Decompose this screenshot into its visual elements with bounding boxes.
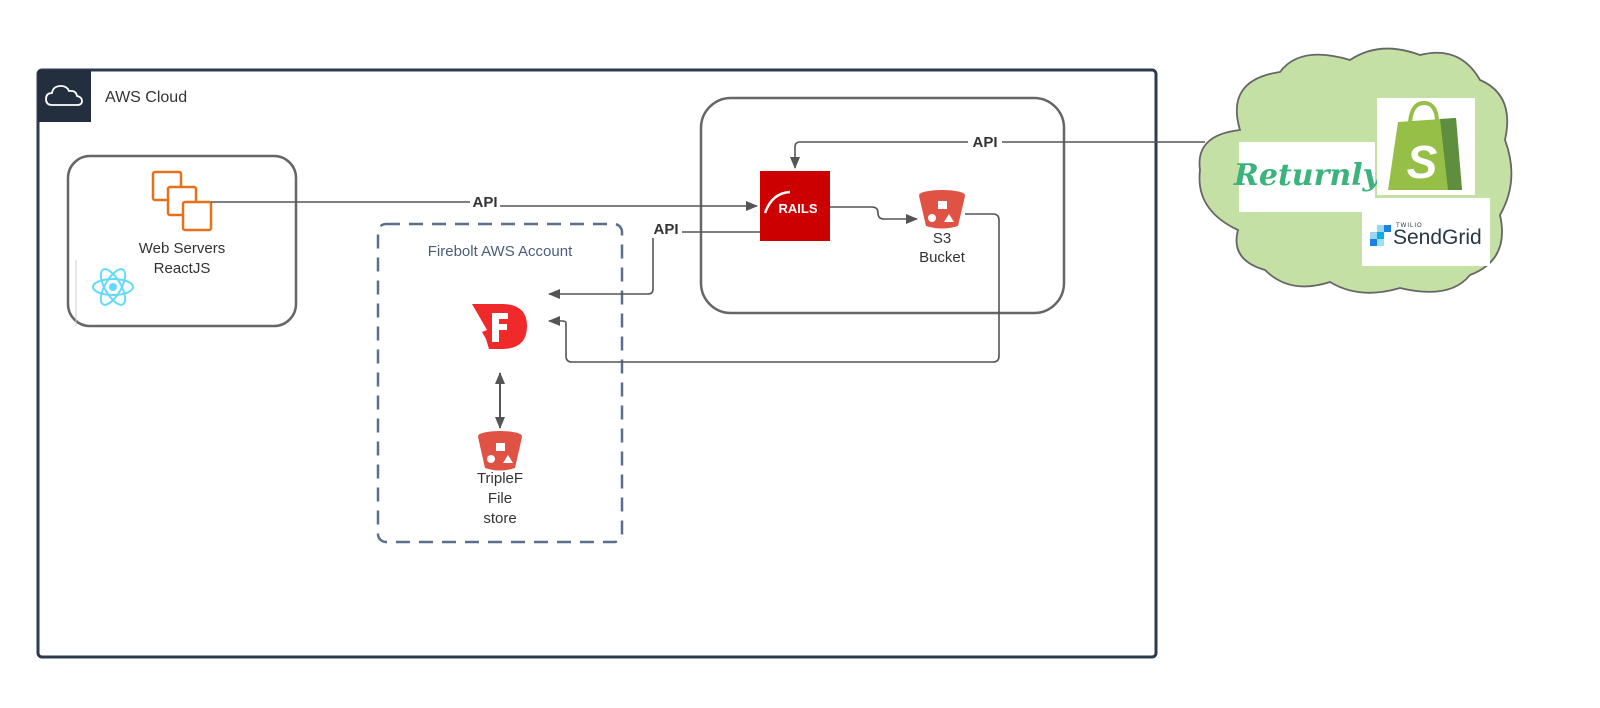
aws-cloud-group: AWS Cloud xyxy=(36,68,1158,659)
ec2-instances-icon xyxy=(151,170,213,232)
external-to-rails-connector: API xyxy=(790,134,1205,169)
rails-logo-icon: RAILS xyxy=(760,171,830,241)
api-label-firebolt: API xyxy=(653,221,678,238)
returnly-label: Returnly xyxy=(1233,158,1383,193)
sendgrid-logo: TWILIO SendGrid xyxy=(1362,198,1490,266)
shopify-label: S xyxy=(1407,136,1438,188)
firebolt-account-label: Firebolt AWS Account xyxy=(428,243,573,260)
s3-to-firebolt-connector xyxy=(548,213,1000,363)
triplef-file-label: File xyxy=(488,490,512,507)
reactjs-label: ReactJS xyxy=(154,260,211,277)
rails-to-s3-connector xyxy=(830,206,918,224)
rails-to-firebolt-connector: API xyxy=(548,221,760,299)
firebolt-account-group[interactable]: Firebolt AWS Account TripleF File store xyxy=(376,222,624,544)
twilio-label: TWILIO xyxy=(1396,223,1423,229)
web-to-rails-connector: API xyxy=(211,194,758,211)
external-services-cloud[interactable]: Returnly S TWILIO SendGrid xyxy=(1198,47,1513,294)
web-servers-group[interactable]: Web Servers ReactJS xyxy=(66,154,298,328)
api-label-web: API xyxy=(472,194,497,211)
triplef-bucket-icon xyxy=(478,431,522,471)
triplef-label: TripleF xyxy=(477,470,523,487)
sendgrid-label: SendGrid xyxy=(1393,226,1482,249)
rails-label: RAILS xyxy=(779,201,818,216)
api-label-external: API xyxy=(972,134,997,151)
s3-bucket-icon xyxy=(919,190,965,229)
web-servers-label: Web Servers xyxy=(139,240,225,257)
triplef-store-label: store xyxy=(483,510,516,527)
react-icon xyxy=(92,268,134,306)
cloud-icon xyxy=(45,85,83,106)
shopify-logo: S xyxy=(1377,98,1475,195)
s3-bucket-label: Bucket xyxy=(919,249,966,266)
aws-cloud-label: AWS Cloud xyxy=(105,89,187,106)
returnly-logo: Returnly xyxy=(1233,142,1383,212)
s3-label: S3 xyxy=(933,230,951,247)
firebolt-logo-icon xyxy=(460,286,544,366)
